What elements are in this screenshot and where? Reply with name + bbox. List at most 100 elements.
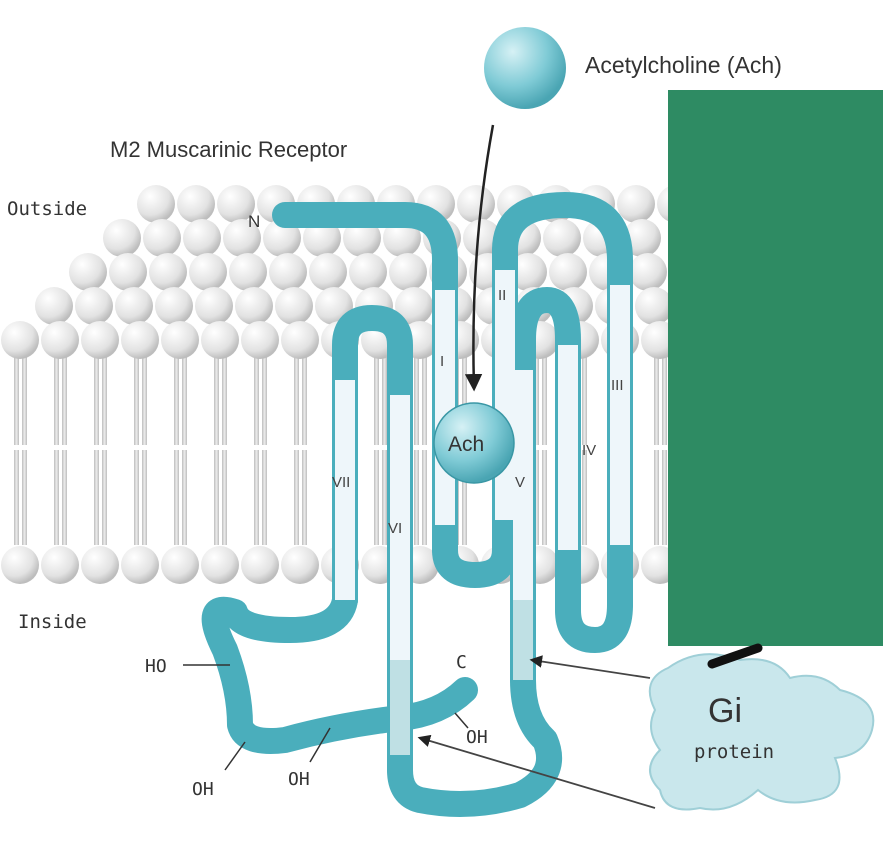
lipid-head <box>115 287 153 325</box>
lipid-head <box>241 321 279 359</box>
lipid-tail <box>174 450 179 545</box>
lipid-tail <box>662 450 667 545</box>
lipid-head <box>383 219 421 257</box>
helix-label-vi: VI <box>388 520 402 537</box>
lipid-tail <box>302 450 307 545</box>
lipid-head <box>201 321 239 359</box>
lipid-tail <box>94 355 99 445</box>
helix-iv-up <box>510 287 581 623</box>
lipid-head <box>121 321 159 359</box>
lipid-head <box>543 219 581 257</box>
acetylcholine-molecule <box>484 27 566 109</box>
lipid-tail <box>102 450 107 545</box>
intracellular-loop-v-vi <box>387 667 562 817</box>
helix-label-v: V <box>515 474 525 491</box>
helix-vi <box>332 305 413 783</box>
lipid-tail <box>374 355 379 445</box>
hydroxyl-label-2: OH <box>192 779 214 800</box>
lipid-tail <box>414 355 419 445</box>
loop-ii-iii <box>492 192 633 618</box>
gi-protein-shape <box>648 653 875 811</box>
lipid-tail <box>54 450 59 545</box>
lipid-head <box>121 546 159 584</box>
lipid-tail <box>134 355 139 445</box>
lipid-head <box>623 219 661 257</box>
lipid-head <box>223 219 261 257</box>
helix-label-i: I <box>440 353 444 370</box>
lipid-tail <box>582 450 587 545</box>
lipid-tail <box>142 355 147 445</box>
lipid-tail <box>262 450 267 545</box>
lipid-tail <box>462 355 467 445</box>
ligand-label: Acetylcholine (Ach) <box>585 52 782 78</box>
lipid-head <box>201 546 239 584</box>
hydroxyl-leaders <box>183 664 469 771</box>
lipid-tail <box>534 450 539 545</box>
diagram-title: M2 Muscarinic Receptor <box>110 137 347 162</box>
lipid-head <box>183 219 221 257</box>
lipid-head <box>81 546 119 584</box>
lipid-head <box>217 185 255 223</box>
lipid-head <box>281 546 319 584</box>
lipid-tail <box>222 450 227 545</box>
lipid-head <box>1 321 39 359</box>
lipid-head <box>549 253 587 291</box>
helix-label-ii: II <box>498 287 506 304</box>
lipid-tail <box>262 355 267 445</box>
lipid-tail <box>214 450 219 545</box>
lipid-tail <box>62 355 67 445</box>
hydroxyl-label-4: OH <box>466 727 488 748</box>
n-terminal-tail <box>272 202 458 563</box>
lipid-head <box>177 185 215 223</box>
lipid-head <box>309 253 347 291</box>
gi-arrow-lower <box>417 734 656 809</box>
lipid-tail <box>214 355 219 445</box>
lipid-tail <box>582 355 587 445</box>
lipid-tail <box>222 355 227 445</box>
inside-label: Inside <box>18 611 87 633</box>
lipid-head <box>395 287 433 325</box>
lipid-tail <box>414 450 419 545</box>
lipid-tail <box>654 450 659 545</box>
lipid-tail <box>94 450 99 545</box>
lipid-tail <box>174 355 179 445</box>
lipid-tail <box>382 355 387 445</box>
lipid-tail <box>534 355 539 445</box>
loop-iii-iv <box>555 592 633 653</box>
lipid-tail <box>22 450 27 545</box>
gi-protein-stub <box>707 643 763 669</box>
lipid-tail <box>142 450 147 545</box>
gi-label: Gi <box>708 692 742 730</box>
lipid-tail <box>134 450 139 545</box>
helix-label-iv: IV <box>582 442 596 459</box>
outside-label: Outside <box>7 198 87 220</box>
lipid-head <box>635 287 673 325</box>
lipid-head <box>263 219 301 257</box>
lipid-tail <box>294 355 299 445</box>
lipid-tail <box>422 355 427 445</box>
lipid-head <box>269 253 307 291</box>
lipid-head <box>457 185 495 223</box>
lipid-tail <box>182 450 187 545</box>
lipid-head <box>275 287 313 325</box>
lipid-head <box>463 219 501 257</box>
lipid-head <box>161 321 199 359</box>
lipid-tail <box>542 450 547 545</box>
lipid-tail <box>254 355 259 445</box>
lipid-head <box>149 253 187 291</box>
lipid-tail <box>654 355 659 445</box>
lipid-head <box>629 253 667 291</box>
lipid-head <box>303 219 341 257</box>
lipid-head <box>109 253 147 291</box>
lipid-tail <box>294 450 299 545</box>
gi-arrow-upper <box>529 655 651 679</box>
lipid-head <box>343 219 381 257</box>
helix-label-iii: III <box>611 377 624 394</box>
receptor-chain <box>201 192 633 817</box>
lipid-tail <box>462 450 467 545</box>
lipid-head <box>75 287 113 325</box>
lipid-head <box>35 287 73 325</box>
lipid-head <box>617 185 655 223</box>
lipid-tail <box>254 450 259 545</box>
lipid-head <box>155 287 193 325</box>
